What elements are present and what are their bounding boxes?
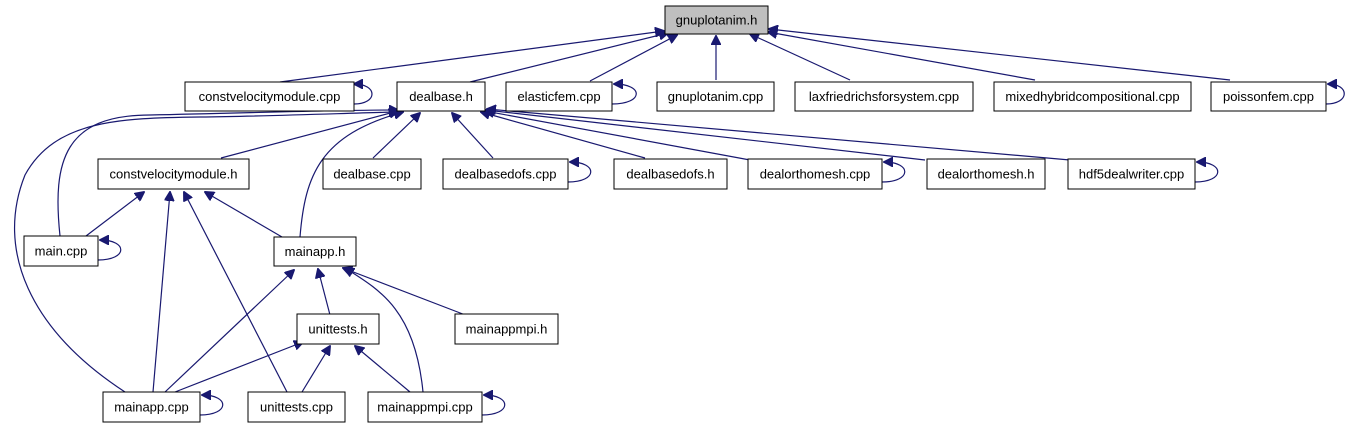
node-dealbasedofs-cpp[interactable]: dealbasedofs.cpp: [442, 158, 569, 190]
node-dealorthomesh-h[interactable]: dealorthomesh.h: [926, 158, 1046, 190]
edge-dealbasedofs-h-to-dealbase-h: [481, 112, 646, 159]
edge-elasticfem-cpp-to-gnuplotanim-h: [589, 35, 677, 82]
node-label: dealbasedofs.cpp: [455, 167, 557, 182]
edge-poissonfem-cpp-to-gnuplotanim-h: [769, 29, 1231, 81]
edge-mainapp-h-to-dealbase-h: [299, 112, 403, 238]
edge-dealbasedofs-cpp-self: [567, 162, 592, 183]
node-hdf5dealwriter-cpp[interactable]: hdf5dealwriter.cpp: [1067, 158, 1196, 190]
node-unittests-h[interactable]: unittests.h: [296, 313, 380, 345]
edge-dealbase-cpp-to-dealbase-h: [372, 113, 420, 159]
edge-elasticfem-cpp-self: [611, 84, 637, 105]
node-label: main.cpp: [35, 244, 88, 259]
node-label: mainappmpi.h: [466, 322, 548, 337]
node-poissonfem-cpp[interactable]: poissonfem.cpp: [1210, 81, 1327, 112]
edge-hdf5dealwriter-cpp-self: [1194, 162, 1219, 183]
node-label: mainapp.cpp: [114, 400, 188, 415]
edge-unittests-cpp-to-constvelocitymodule-h: [184, 192, 288, 393]
edge-mainapp-cpp-to-unittests-h: [174, 342, 303, 393]
node-label: dealbase.cpp: [333, 167, 410, 182]
edge-dealbasedofs-cpp-to-dealbase-h: [452, 113, 494, 159]
node-gnuplotanim-cpp[interactable]: gnuplotanim.cpp: [656, 81, 775, 112]
node-mixedhybridcompositional-cpp[interactable]: mixedhybridcompositional.cpp: [993, 81, 1192, 112]
edge-unittests-h-to-mainapp-h: [318, 269, 331, 316]
edge-constvelocitymodule-cpp-self: [354, 84, 373, 105]
edge-mainappmpi-h-to-mainapp-h: [343, 268, 469, 317]
node-constvelocitymodule-cpp[interactable]: constvelocitymodule.cpp: [184, 81, 355, 112]
edge-hdf5dealwriter-cpp-to-dealbase-h: [487, 109, 1071, 161]
node-label: dealorthomesh.h: [938, 167, 1035, 182]
edge-poissonfem-cpp-self: [1325, 84, 1345, 105]
node-main-cpp[interactable]: main.cpp: [23, 235, 99, 267]
edge-laxfriedrichsforsystem-cpp-to-gnuplotanim-h: [750, 34, 851, 81]
node-dealbase-cpp[interactable]: dealbase.cpp: [322, 158, 422, 190]
edge-constvelocitymodule-cpp-to-gnuplotanim-h: [279, 31, 664, 83]
node-mainappmpi-cpp[interactable]: mainappmpi.cpp: [367, 391, 483, 423]
node-label: dealbase.h: [409, 89, 473, 104]
edge-mainapp-cpp-self: [199, 395, 224, 416]
edge-mainapp-cpp-to-dealbase-h: [13, 112, 398, 393]
edge-dealorthomesh-cpp-to-dealbase-h: [485, 111, 751, 161]
node-label: elasticfem.cpp: [517, 89, 600, 104]
node-gnuplotanim-h[interactable]: gnuplotanim.h: [664, 5, 769, 35]
node-label: unittests.cpp: [260, 400, 333, 415]
edge-dealorthomesh-h-to-dealbase-h: [486, 110, 926, 161]
node-mainapp-cpp[interactable]: mainapp.cpp: [102, 391, 201, 423]
node-label: gnuplotanim.h: [676, 13, 758, 28]
node-label: mainappmpi.cpp: [377, 400, 472, 415]
edge-dealbase-h-to-gnuplotanim-h: [469, 33, 668, 83]
edge-unittests-cpp-to-unittests-h: [301, 346, 330, 393]
node-label: laxfriedrichsforsystem.cpp: [809, 89, 959, 104]
node-label: gnuplotanim.cpp: [668, 89, 763, 104]
node-label: unittests.h: [308, 322, 367, 337]
node-laxfriedrichsforsystem-cpp[interactable]: laxfriedrichsforsystem.cpp: [794, 81, 974, 112]
edge-dealorthomesh-cpp-self: [881, 162, 906, 183]
edge-mainappmpi-cpp-to-mainapp-h: [345, 268, 424, 393]
node-constvelocitymodule-h[interactable]: constvelocitymodule.h: [97, 158, 250, 190]
edge-constvelocitymodule-h-to-dealbase-h: [220, 111, 398, 159]
edge-mainapp-h-to-constvelocitymodule-h: [205, 192, 283, 238]
edge-main-cpp-to-constvelocitymodule-h: [85, 192, 144, 237]
node-label: mixedhybridcompositional.cpp: [1005, 89, 1179, 104]
node-dealbasedofs-h[interactable]: dealbasedofs.h: [613, 158, 728, 190]
node-mainapp-h[interactable]: mainapp.h: [273, 236, 357, 267]
edge-mixedhybridcompositional-cpp-to-gnuplotanim-h: [768, 32, 1036, 81]
edge-main-cpp-self: [97, 240, 122, 261]
node-dealorthomesh-cpp[interactable]: dealorthomesh.cpp: [747, 158, 883, 190]
edge-mainapp-cpp-to-mainapp-h: [164, 270, 294, 393]
node-elasticfem-cpp[interactable]: elasticfem.cpp: [505, 81, 613, 112]
edge-mainappmpi-cpp-to-unittests-h: [355, 346, 411, 393]
node-label: mainapp.h: [285, 244, 346, 259]
node-label: poissonfem.cpp: [1223, 89, 1314, 104]
node-label: constvelocitymodule.cpp: [199, 89, 341, 104]
node-label: dealbasedofs.h: [626, 167, 714, 182]
node-dealbase-h[interactable]: dealbase.h: [396, 81, 486, 112]
node-label: hdf5dealwriter.cpp: [1079, 167, 1185, 182]
edge-mainappmpi-cpp-self: [481, 395, 506, 416]
node-label: dealorthomesh.cpp: [760, 167, 871, 182]
node-mainappmpi-h[interactable]: mainappmpi.h: [454, 313, 559, 345]
node-unittests-cpp[interactable]: unittests.cpp: [247, 391, 346, 423]
node-label: constvelocitymodule.h: [110, 167, 238, 182]
edge-mainapp-cpp-to-constvelocitymodule-h: [152, 192, 170, 393]
